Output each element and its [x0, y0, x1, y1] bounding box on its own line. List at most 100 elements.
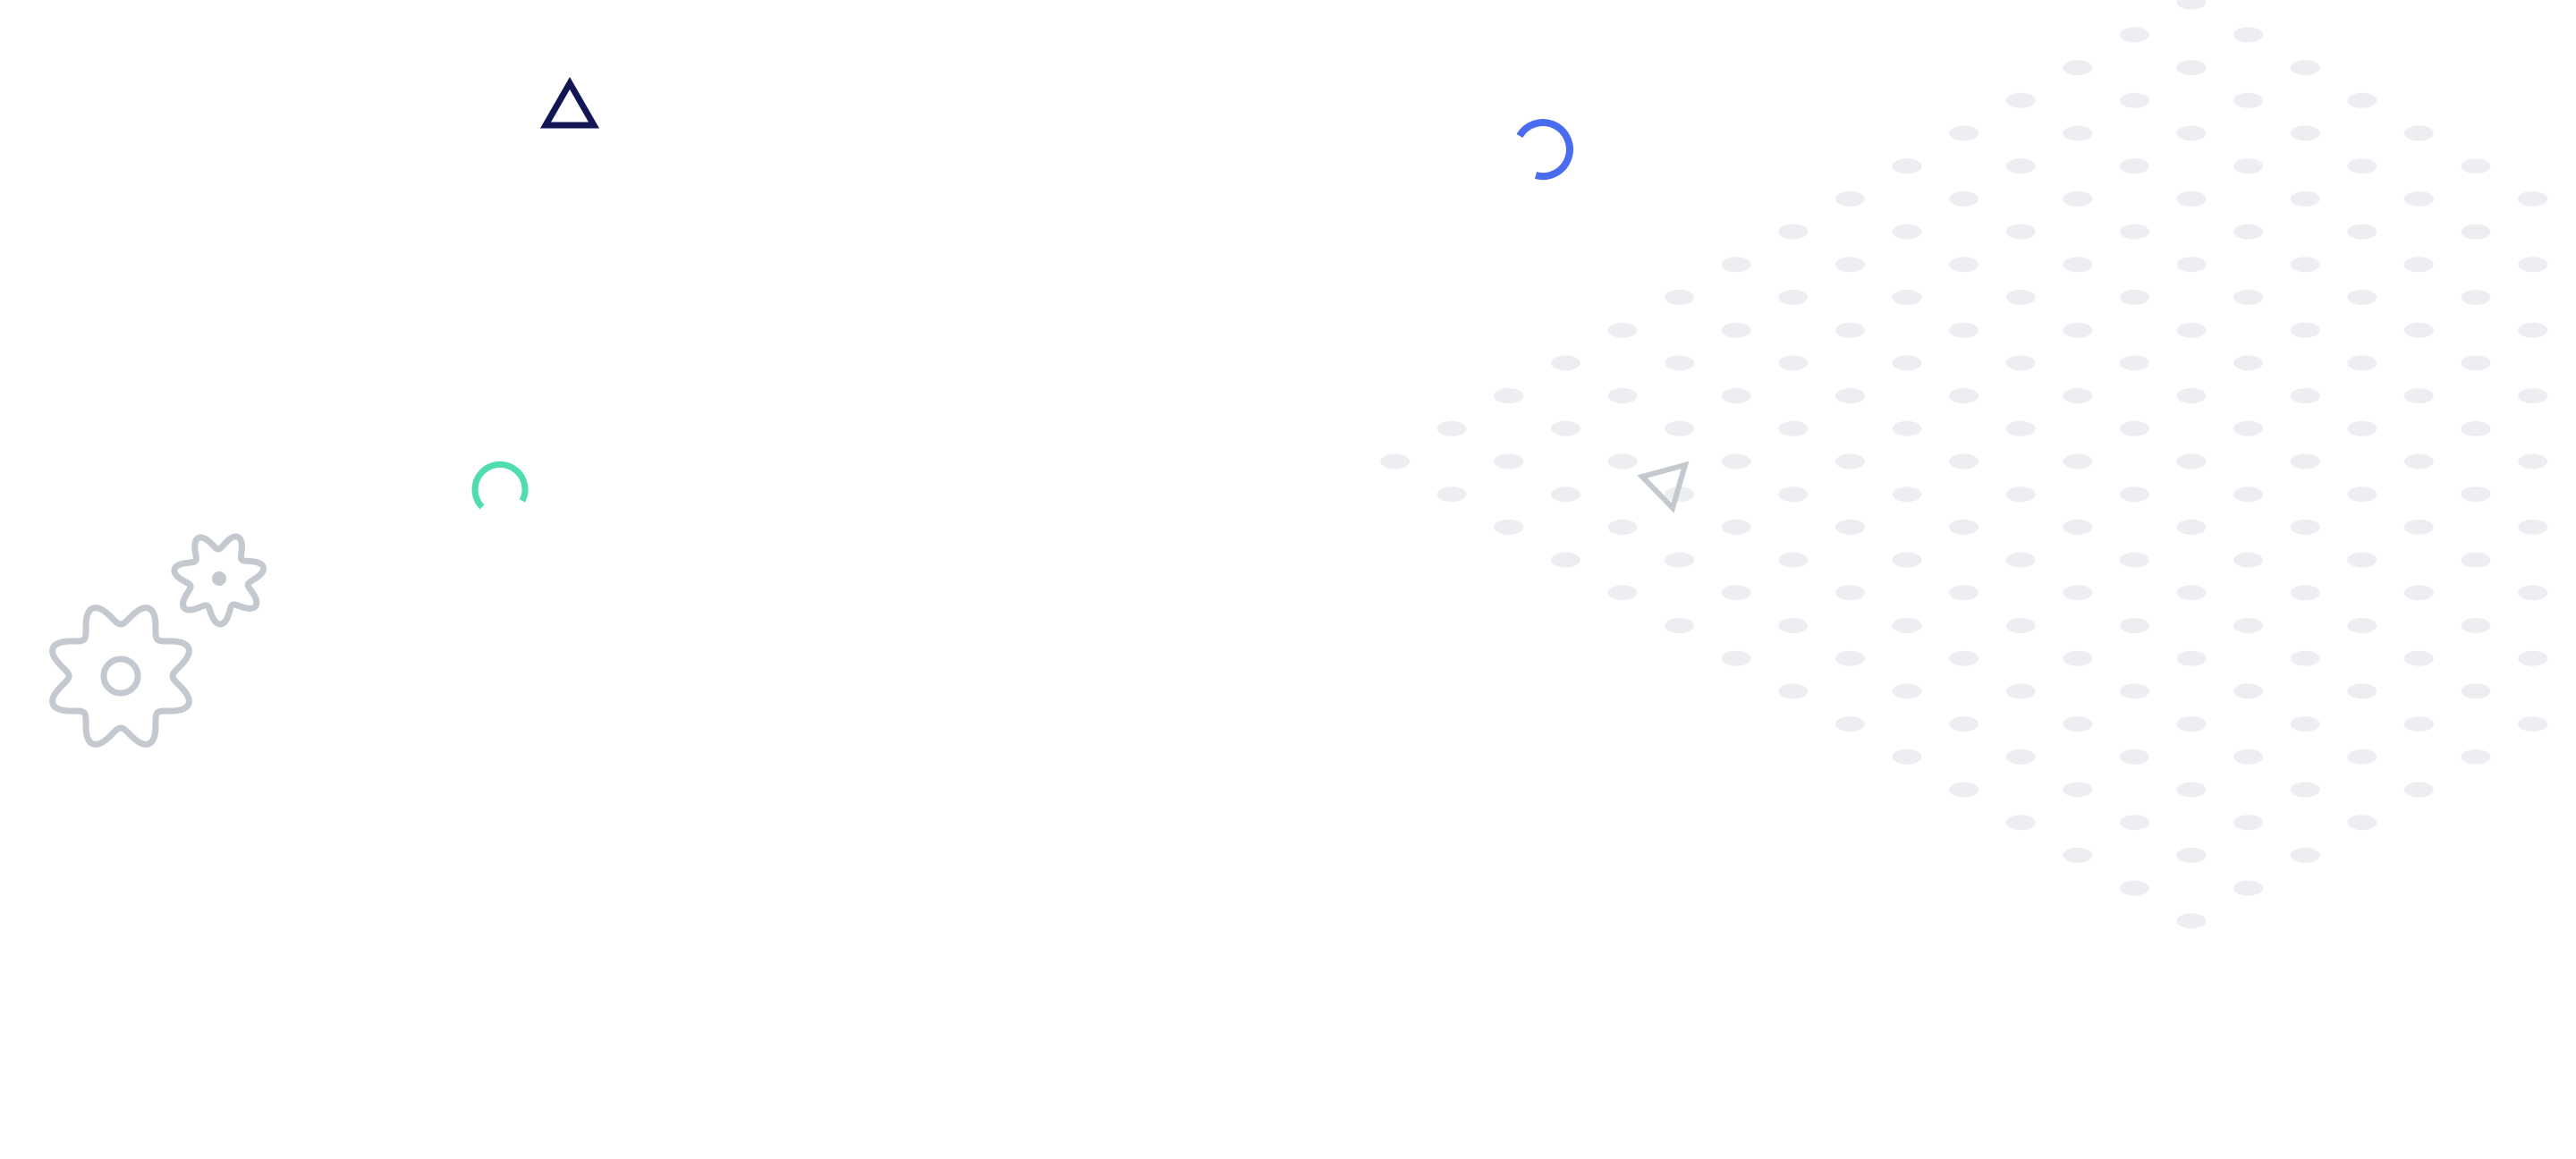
dot: [2461, 749, 2491, 765]
dot: [2119, 224, 2149, 240]
dot: [1607, 388, 1638, 404]
dot: [2005, 552, 2036, 568]
dot: [1892, 355, 1922, 371]
dot: [1721, 257, 1751, 273]
dot: [2176, 190, 2207, 207]
dot: [2518, 585, 2548, 601]
dot: [1665, 290, 1695, 305]
green-ring-icon: [471, 461, 529, 510]
dot: [1550, 420, 1580, 436]
dot: [2518, 388, 2548, 404]
dot: [2176, 519, 2207, 535]
dot: [2233, 355, 2264, 371]
dot: [1949, 388, 1979, 404]
dot: [2461, 486, 2491, 503]
dot: [2119, 618, 2149, 633]
small-gear-icon: [171, 533, 267, 628]
dot: [2347, 815, 2377, 831]
dot: [2005, 224, 2036, 240]
dot: [1721, 519, 1751, 535]
dot: [2347, 683, 2377, 699]
dot: [2461, 158, 2491, 174]
dot: [1949, 585, 1979, 601]
dot: [2119, 290, 2149, 305]
dot: [1949, 453, 1979, 470]
small-gear-hub-icon: [212, 571, 226, 586]
dot: [2233, 552, 2264, 568]
dot: [2403, 125, 2434, 141]
dot: [2233, 618, 2264, 633]
dot: [1607, 519, 1638, 535]
dot: [2119, 683, 2149, 699]
dot: [2063, 847, 2093, 863]
dot: [1607, 322, 1638, 338]
dot: [2119, 92, 2149, 108]
dot: [2290, 650, 2320, 666]
dot: [1949, 519, 1979, 535]
dot: [2233, 420, 2264, 436]
dot: [2176, 125, 2207, 141]
dot: [2290, 388, 2320, 404]
dot: [2518, 257, 2548, 273]
dot: [2233, 880, 2264, 896]
dot: [2518, 716, 2548, 732]
dot: [2063, 453, 2093, 470]
dot: [2290, 453, 2320, 470]
dot: [2347, 749, 2377, 765]
dot: [2233, 683, 2264, 699]
dot: [1892, 749, 1922, 765]
dot: [2461, 224, 2491, 240]
dot: [2063, 322, 2093, 338]
dot: [2005, 683, 2036, 699]
dot: [2005, 158, 2036, 174]
dot: [2518, 519, 2548, 535]
dot: [2119, 880, 2149, 896]
dot: [2233, 749, 2264, 765]
dot: [2290, 716, 2320, 732]
dot: [1665, 552, 1695, 568]
dot: [2461, 683, 2491, 699]
dot: [2518, 190, 2548, 207]
dot: [1949, 257, 1979, 273]
dot: [1380, 453, 1411, 470]
dot: [1835, 257, 1865, 273]
dot: [2005, 486, 2036, 503]
dot: [1436, 486, 1467, 503]
dot: [2403, 519, 2434, 535]
dot: [2461, 355, 2491, 371]
dot: [2233, 92, 2264, 108]
dot: [2119, 815, 2149, 831]
dot: [2347, 552, 2377, 568]
dot: [2461, 618, 2491, 633]
dot: [2347, 420, 2377, 436]
dot: [1835, 519, 1865, 535]
dot: [1778, 486, 1809, 503]
dot: [2063, 519, 2093, 535]
dot: [1778, 355, 1809, 371]
dot: [2005, 749, 2036, 765]
dot: [2176, 716, 2207, 732]
dot: [2005, 618, 2036, 633]
large-gear-hub-icon: [100, 656, 141, 697]
dot: [2176, 322, 2207, 338]
dot: [2063, 585, 2093, 601]
dot: [2347, 92, 2377, 108]
dot: [2347, 355, 2377, 371]
dot: [2290, 190, 2320, 207]
dot: [1835, 650, 1865, 666]
dot: [2403, 453, 2434, 470]
dot: [2176, 0, 2207, 10]
dot: [1949, 190, 1979, 207]
dot: [1892, 486, 1922, 503]
dot: [1721, 388, 1751, 404]
blue-ring-icon: [1516, 119, 1573, 181]
dot: [2233, 290, 2264, 305]
dot: [2403, 650, 2434, 666]
dot: [2063, 190, 2093, 207]
dot: [1835, 453, 1865, 470]
dot: [2347, 618, 2377, 633]
dot: [1721, 453, 1751, 470]
dot: [2176, 257, 2207, 273]
dot: [1835, 190, 1865, 207]
